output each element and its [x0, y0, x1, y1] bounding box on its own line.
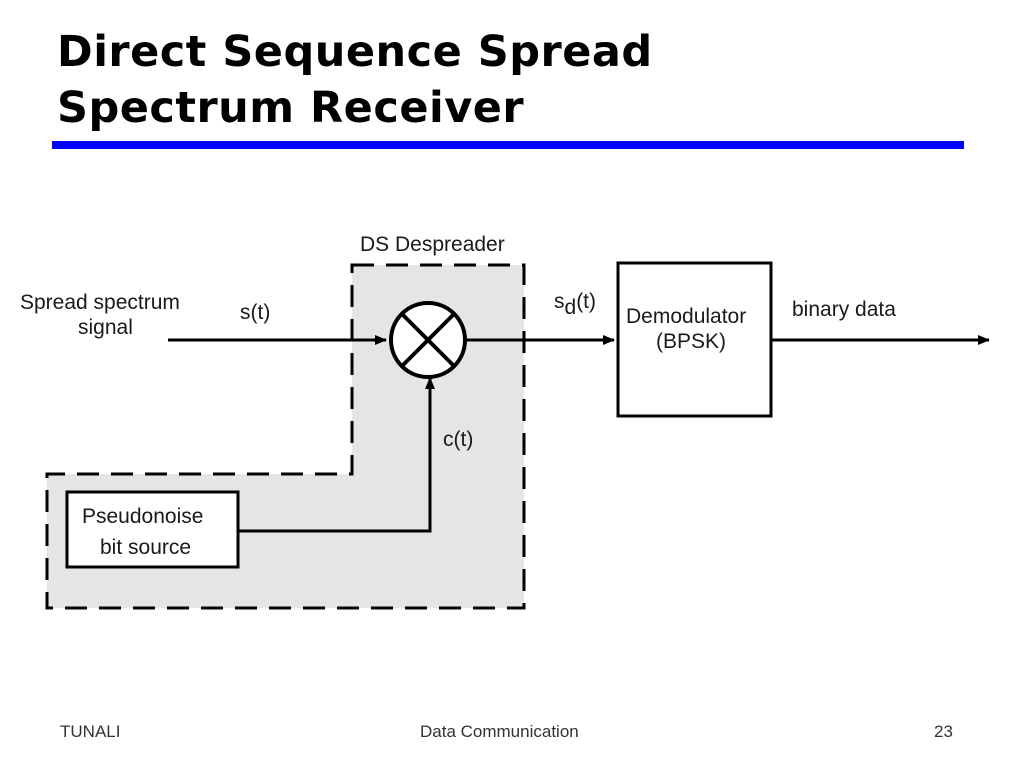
signal-sd-label: sd(t)	[554, 290, 596, 319]
despreader-label: DS Despreader	[360, 233, 505, 256]
input-signal-label-line-2: signal	[78, 316, 133, 339]
signal-c-label: c(t)	[443, 428, 473, 451]
signal-sd-main: s	[554, 290, 565, 313]
pn-code-arrow	[238, 377, 435, 533]
multiplier-circle-x-icon	[389, 301, 467, 379]
output-label: binary data	[792, 298, 896, 321]
input-signal-label-line-1: Spread spectrum	[20, 291, 180, 314]
footer-course: Data Communication	[420, 722, 579, 741]
slide-title-line-1: Direct Sequence Spread	[57, 27, 653, 77]
footer-author: TUNALI	[60, 722, 121, 741]
signal-s-label: s(t)	[240, 301, 270, 324]
demodulator-label-line-2: (BPSK)	[656, 330, 726, 353]
signal-sd-tail: (t)	[576, 290, 596, 313]
demodulator-label-line-1: Demodulator	[626, 305, 746, 328]
slide-title: Direct Sequence Spread Spectrum Receiver	[57, 24, 653, 136]
page-number: 23	[934, 722, 953, 741]
pn-source-label-line-1: Pseudonoise	[82, 505, 203, 528]
pn-source-block	[65, 490, 240, 569]
title-underline-rule	[52, 141, 964, 149]
signal-sd-subscript: d	[565, 296, 577, 319]
pn-source-label-line-2: bit source	[100, 536, 191, 559]
slide-title-line-2: Spectrum Receiver	[57, 83, 525, 133]
demodulator-block	[616, 261, 773, 418]
